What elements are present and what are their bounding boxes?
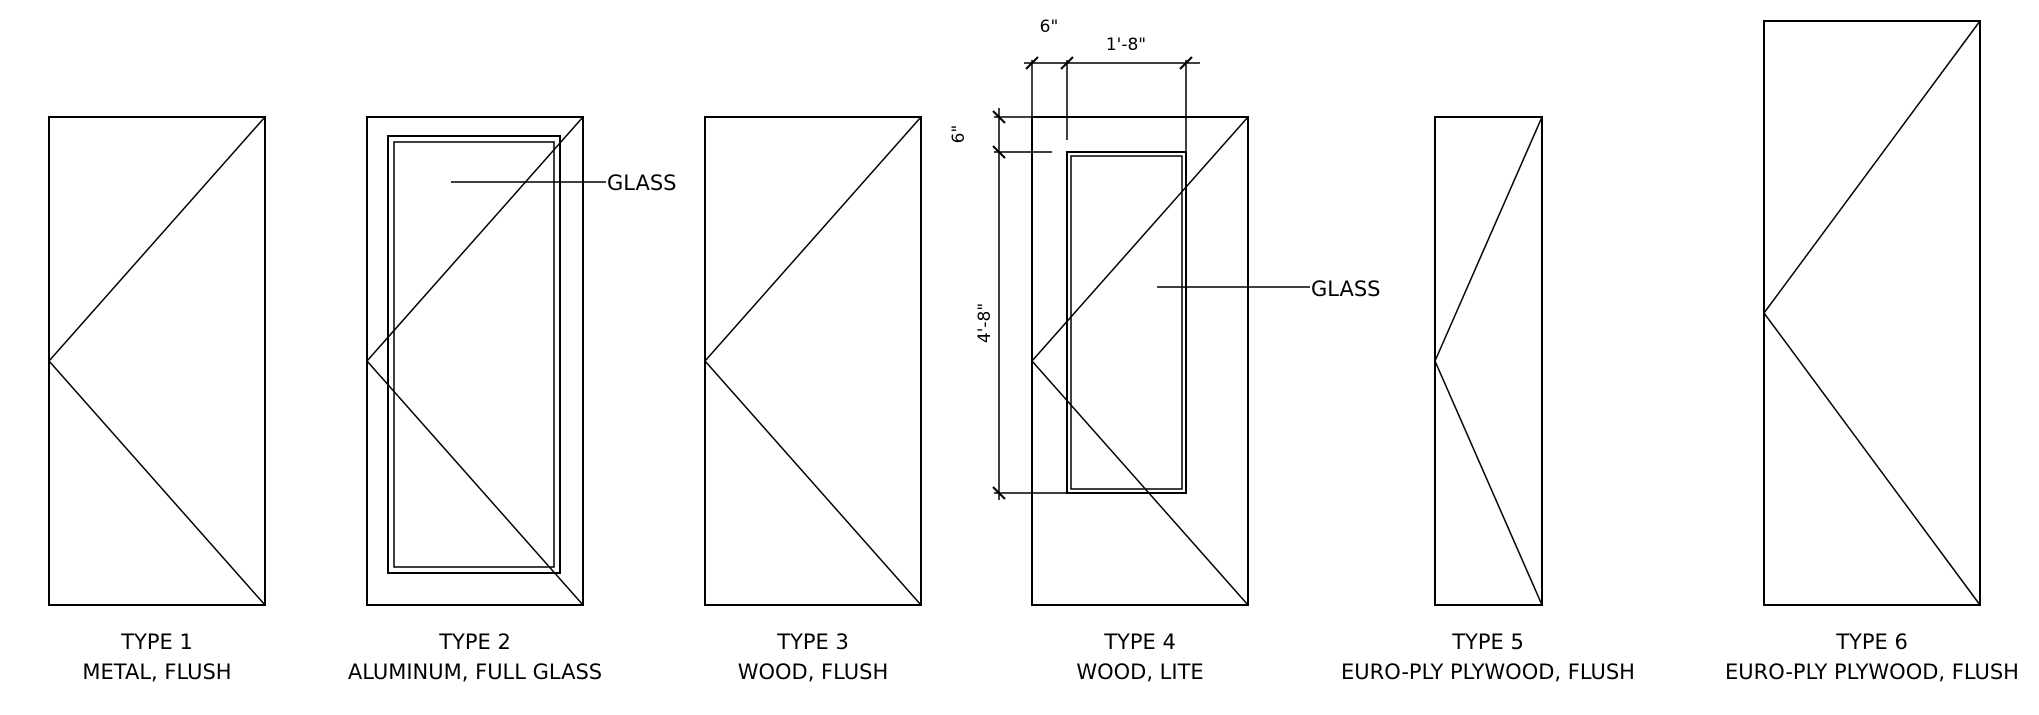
door-description-label: EURO-PLY PLYWOOD, FLUSH — [1725, 660, 2019, 684]
door-labels: TYPE 1 METAL, FLUSH TYPE 2 ALUMINUM, FUL… — [82, 630, 2019, 684]
dimension-lite-height: 4'-8" — [975, 303, 995, 343]
lite-frame-inner — [1070, 155, 1183, 490]
dimension-top-offset: 6" — [949, 125, 969, 144]
glass-note: GLASS — [607, 171, 676, 195]
door-type-label: TYPE 5 — [1451, 630, 1524, 654]
door-type-2: GLASS — [366, 116, 676, 606]
hinge-swing-indicator — [1763, 20, 1981, 606]
door-frame-outline — [1434, 116, 1543, 606]
door-type-label: TYPE 3 — [776, 630, 849, 654]
glass-frame-outer — [387, 135, 561, 574]
door-type-6 — [1763, 20, 1981, 606]
door-frame-outline — [366, 116, 584, 606]
glass-frame-inner — [393, 141, 555, 568]
glass-note: GLASS — [1311, 277, 1380, 301]
door-description-label: WOOD, FLUSH — [738, 660, 889, 684]
lite-frame-outer — [1066, 151, 1187, 494]
door-description-label: WOOD, LITE — [1076, 660, 1203, 684]
door-description-label: EURO-PLY PLYWOOD, FLUSH — [1341, 660, 1635, 684]
door-type-3 — [704, 116, 922, 606]
door-frame-outline — [48, 116, 266, 606]
horizontal-dimension — [1024, 56, 1200, 152]
door-type-label: TYPE 6 — [1835, 630, 1908, 654]
door-frame-outline — [1031, 116, 1249, 606]
hinge-swing-indicator — [366, 116, 584, 606]
hinge-swing-indicator — [1031, 116, 1249, 606]
door-type-label: TYPE 1 — [120, 630, 193, 654]
hinge-swing-indicator — [1434, 116, 1543, 606]
dimension-lite-width: 1'-8" — [1106, 35, 1146, 55]
door-type-4: GLASS 6" 1'-8" 6" 4'-8" — [949, 17, 1380, 606]
door-description-label: METAL, FLUSH — [82, 660, 231, 684]
hinge-swing-indicator — [48, 116, 266, 606]
door-type-label: TYPE 4 — [1103, 630, 1176, 654]
hinge-swing-indicator — [704, 116, 922, 606]
door-type-label: TYPE 2 — [438, 630, 511, 654]
door-type-1 — [48, 116, 266, 606]
door-frame-outline — [1763, 20, 1981, 606]
vertical-dimension — [992, 108, 1067, 500]
door-description-label: ALUMINUM, FULL GLASS — [348, 660, 602, 684]
dimension-left-offset: 6" — [1040, 17, 1059, 37]
door-frame-outline — [704, 116, 922, 606]
door-type-5 — [1434, 116, 1543, 606]
